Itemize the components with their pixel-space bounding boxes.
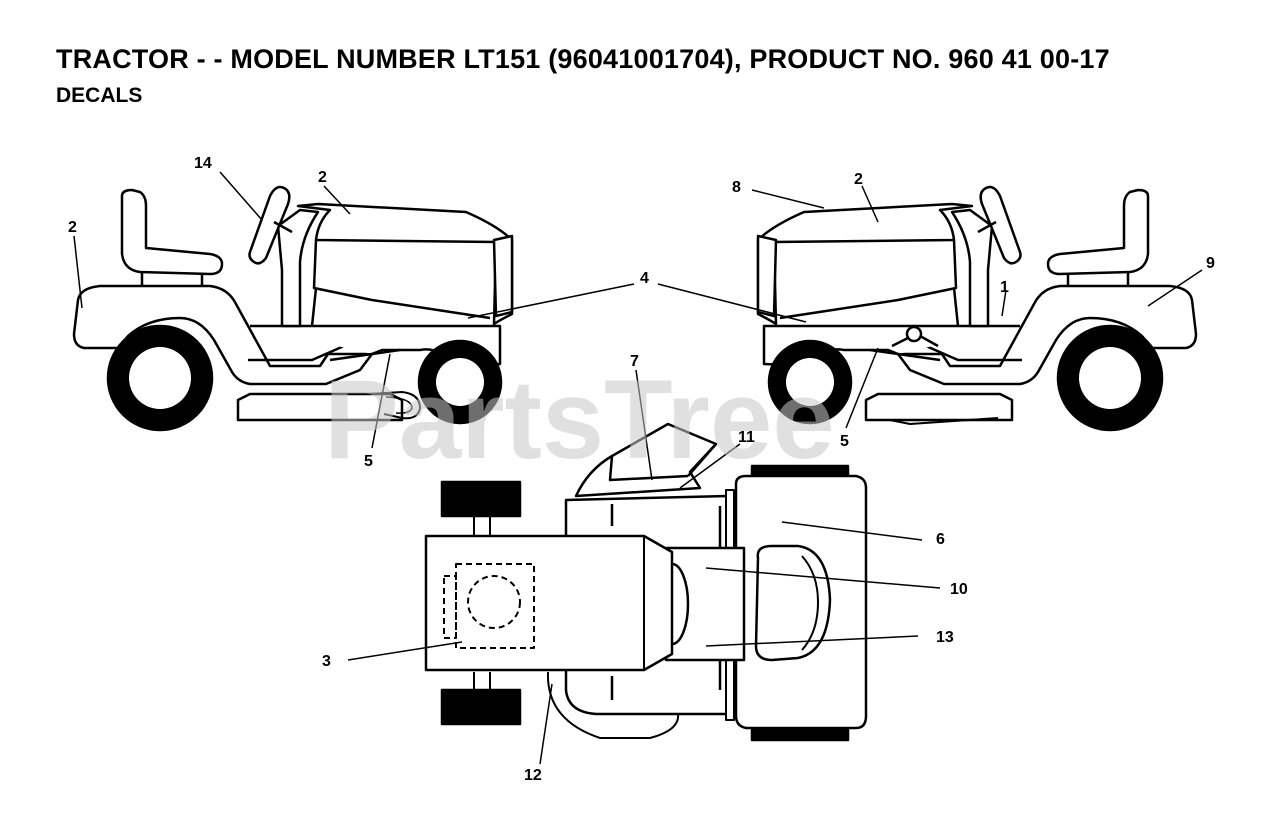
callout-8: 8 [732,179,741,196]
callout-11: 11 [738,429,755,446]
leader-lines [73,171,1203,765]
callout-4: 4 [640,270,649,287]
callout-14: 14 [194,155,212,172]
seat-left [120,188,224,288]
tractor-top-view [424,422,868,742]
callout-5-right: 5 [840,433,849,450]
callout-2-left-fender: 2 [68,219,77,236]
callout-13: 13 [936,629,954,646]
tractor-right-side-view [756,185,1198,432]
lift-lever-right [891,325,939,348]
front-tire-bottom [440,688,522,726]
dash-left [248,185,320,328]
callout-1: 1 [1000,279,1009,296]
front-wheel-right [767,339,853,425]
hood-left [296,202,514,327]
callout-7: 7 [630,353,639,370]
callout-12: 12 [524,767,542,784]
callout-9: 9 [1206,255,1215,272]
tractor-left-side-view [72,185,514,432]
callout-2-left-hood: 2 [318,169,327,186]
callout-labels: 14 2 2 4 5 5 8 2 1 9 7 11 6 10 13 3 12 [68,155,1215,784]
rear-wheel-right [1056,324,1164,432]
callout-6: 6 [936,531,945,548]
discharge-chute [574,422,718,498]
front-wheel-left [417,339,503,425]
callout-5-left: 5 [364,453,373,470]
hood-right [756,202,974,327]
page-title: TRACTOR - - MODEL NUMBER LT151 (96041001… [56,44,1110,74]
mower-deck-left [236,391,421,422]
callout-2-right-hood: 2 [854,171,863,188]
decal-3-outline [443,563,535,649]
mower-deck-right [864,392,1014,425]
callout-10: 10 [950,581,968,598]
page-subtitle: DECALS [56,84,143,107]
callout-3: 3 [322,653,331,670]
dash-right [950,185,1022,328]
hood-top [424,534,674,672]
front-tire-top [440,480,522,518]
watermark: PartsTree [324,357,835,482]
seat-right [1046,188,1150,288]
rear-wheel-left [106,324,214,432]
